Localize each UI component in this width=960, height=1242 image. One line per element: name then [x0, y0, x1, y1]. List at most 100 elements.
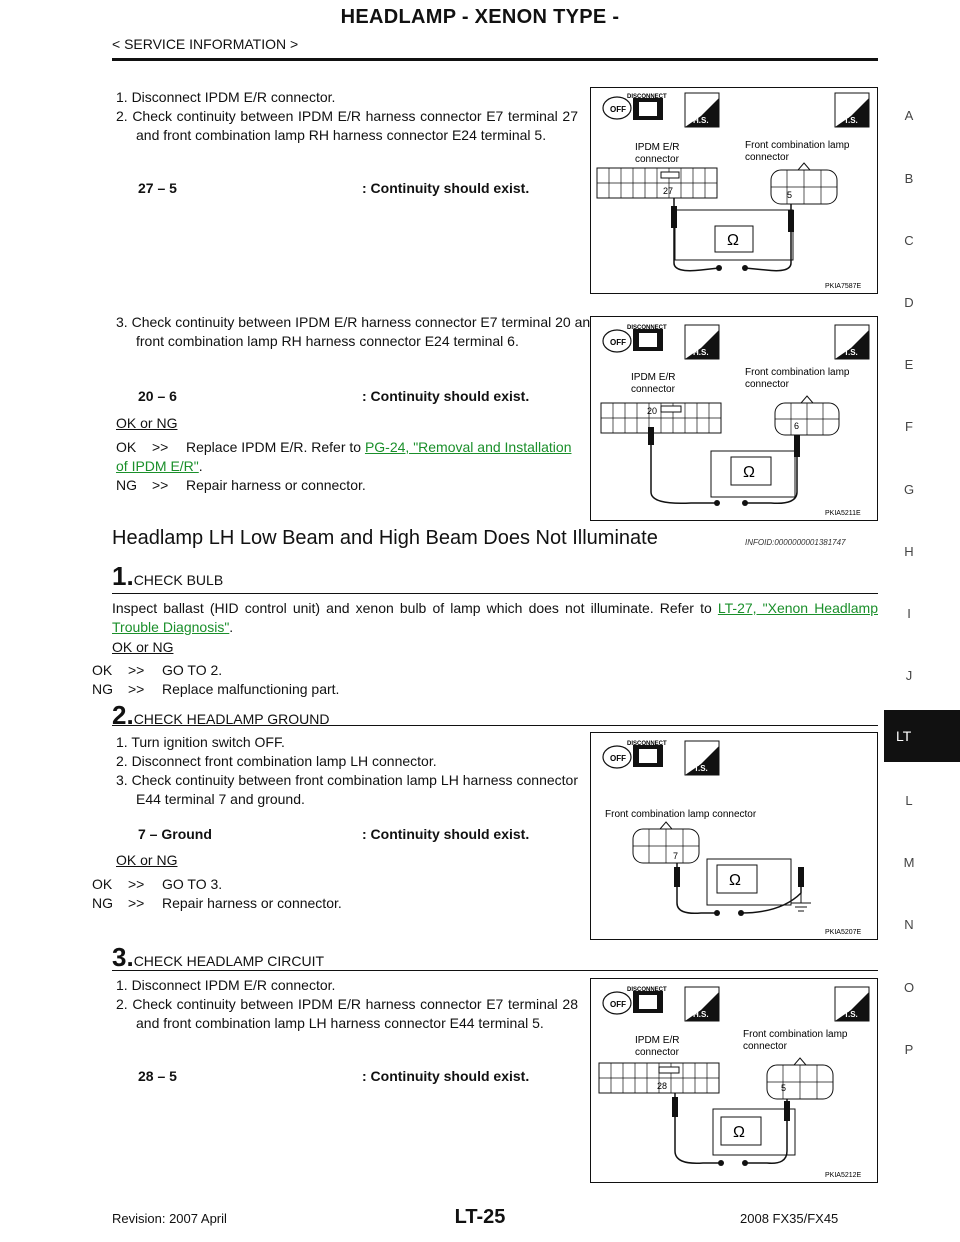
ts-label: T.S. — [844, 116, 858, 125]
step2-step-3: 3. Check continuity between front combin… — [116, 772, 578, 807]
fig1-right-label-2: connector — [745, 152, 790, 163]
step3-cond-result: : Continuity should exist. — [362, 1068, 530, 1084]
sidebar-letter-e: E — [904, 357, 914, 372]
ok-key: OK — [92, 876, 113, 892]
figure-2: OFF DISCONNECT H.S. T.S. IPDM E/R connec… — [590, 316, 878, 521]
step3-heading: 3.CHECK HEADLAMP CIRCUIT — [112, 942, 324, 973]
sidebar-letter-c: C — [904, 233, 914, 248]
sidebar-letter-i: I — [907, 606, 911, 621]
probe-left — [674, 867, 680, 887]
sidebar-letter-l: L — [905, 793, 913, 808]
fig4-left-label-1: IPDM E/R — [635, 1035, 679, 1046]
fig4-right-label-2: connector — [743, 1041, 788, 1052]
ng-key: NG — [92, 681, 113, 697]
fig2-pin-left: 20 — [647, 406, 657, 416]
ground-icon — [791, 887, 811, 912]
ts-label: T.S. — [694, 764, 708, 773]
fig3-pin: 7 — [673, 851, 678, 861]
step2-label: CHECK HEADLAMP GROUND — [133, 711, 330, 727]
sidebar-letter-g: G — [903, 482, 915, 497]
fig2-right-label-1: Front combination lamp — [745, 367, 850, 378]
off-icon: OFF — [602, 745, 632, 769]
ok-arrow: >> — [152, 439, 169, 455]
section-title: Headlamp LH Low Beam and High Beam Does … — [112, 527, 658, 549]
block2-results: OK>>Replace IPDM E/R. Refer to PG-24, "R… — [116, 438, 578, 495]
fig4-pin-right: 5 — [781, 1083, 786, 1093]
step2-cond-result: : Continuity should exist. — [362, 826, 530, 842]
step2-heading: 2.CHECK HEADLAMP GROUND — [112, 700, 329, 731]
disconnect-label: DISCONNECT — [627, 94, 667, 100]
off-label: OFF — [610, 754, 626, 763]
sidebar-tab-lt-label: LT — [896, 728, 912, 744]
step3-step-2: 2. Check continuity between IPDM E/R har… — [116, 996, 578, 1031]
step3-rule — [112, 970, 878, 971]
multimeter-icon: Ω — [712, 1108, 796, 1166]
step1-okng: OK or NG — [112, 639, 174, 655]
figure-2-diagram: OFF DISCONNECT H.S. T.S. IPDM E/R connec… — [600, 324, 870, 517]
fig1-left-label-1: IPDM E/R — [635, 142, 679, 153]
ok-arrow: >> — [128, 662, 145, 678]
probe-right — [784, 1101, 790, 1121]
step1-text-block: Inspect ballast (HID control unit) and x… — [112, 599, 878, 637]
step3-label: CHECK HEADLAMP CIRCUIT — [133, 953, 325, 969]
step2-steps: 1. Turn ignition switch OFF. 2. Disconne… — [116, 733, 578, 809]
multimeter-icon: Ω — [674, 209, 794, 271]
probe-right — [798, 867, 804, 887]
ng-key: NG — [116, 477, 137, 493]
step1-text: Inspect ballast (HID control unit) and x… — [112, 600, 712, 616]
ng-text: Replace malfunctioning part. — [162, 681, 340, 697]
fig2-left-label-2: connector — [631, 384, 676, 395]
ohm-symbol: Ω — [733, 1124, 745, 1141]
footer-revision: Revision: 2007 April — [112, 1211, 227, 1226]
ok-text: Replace IPDM E/R. Refer to — [186, 439, 362, 455]
step1-results: OK>>GO TO 2. NG>>Replace malfunctioning … — [92, 661, 339, 699]
pg24-link[interactable]: PG-24, "Removal and Installation of IPDM… — [116, 439, 572, 474]
figure-1: OFF DISCONNECT H.S. T.S. IPDM E/R connec… — [590, 87, 878, 294]
ohm-symbol: Ω — [743, 464, 755, 481]
disconnect-label: DISCONNECT — [627, 741, 667, 747]
ts-badge: T.S. — [834, 986, 870, 1022]
step2-step-1: 1. Turn ignition switch OFF. — [116, 734, 285, 750]
connector-disconnect-icon — [633, 745, 663, 767]
header-rule — [112, 58, 878, 61]
figure-3: OFF DISCONNECT T.S. Front combination la… — [590, 732, 878, 940]
step1-end: . — [229, 619, 234, 635]
figure-code: PKIA5212E — [825, 1172, 862, 1179]
block1-step-2: 2. Check continuity between IPDM E/R har… — [116, 108, 578, 143]
sidebar-tab-lt[interactable]: LT — [884, 710, 960, 762]
ipdm-connector: 27 — [596, 167, 718, 199]
hs-badge: H.S. — [684, 324, 720, 360]
fig2-pin-right: 6 — [794, 421, 799, 431]
test-leads — [674, 1093, 788, 1164]
ts-badge: T.S. — [684, 740, 720, 776]
multimeter-icon: Ω — [706, 858, 792, 916]
sidebar-letter-h: H — [904, 544, 914, 559]
ok-arrow: >> — [128, 876, 145, 892]
ok-end: . — [198, 458, 203, 474]
figure-3-diagram: OFF DISCONNECT T.S. Front combination la… — [602, 740, 862, 936]
ts-label: T.S. — [844, 348, 858, 357]
figure-4: OFF DISCONNECT H.S. T.S. IPDM E/R connec… — [590, 978, 878, 1183]
sidebar-letter-n: N — [904, 917, 914, 932]
multimeter-icon: Ω — [710, 450, 796, 506]
fig2-right-label-2: connector — [745, 379, 790, 390]
step3-number: 3. — [112, 942, 134, 972]
footer-page-number: LT-25 — [454, 1206, 506, 1228]
step3-step-1: 1. Disconnect IPDM E/R connector. — [116, 977, 336, 993]
disconnect-label: DISCONNECT — [627, 325, 667, 331]
step2-results: OK>>GO TO 3. NG>>Repair harness or conne… — [92, 875, 342, 913]
lt27-link[interactable]: LT-27, "Xenon Headlamp Trouble Diagnosis… — [112, 600, 879, 635]
hs-badge: H.S. — [684, 92, 720, 128]
off-icon: OFF — [602, 991, 632, 1015]
connector-disconnect-icon — [633, 991, 663, 1013]
ok-text: GO TO 3. — [162, 876, 223, 892]
step2-step-2: 2. Disconnect front combination lamp LH … — [116, 753, 437, 769]
ng-arrow: >> — [128, 895, 145, 911]
fig1-pin-left: 27 — [663, 186, 673, 196]
sidebar-letter-d: D — [904, 295, 914, 310]
footer-model: 2008 FX35/FX45 — [740, 1211, 839, 1226]
ok-text: GO TO 2. — [162, 662, 223, 678]
probe-left — [671, 206, 677, 228]
ohm-symbol: Ω — [727, 232, 739, 249]
block1-cond-result: : Continuity should exist. — [362, 180, 530, 196]
